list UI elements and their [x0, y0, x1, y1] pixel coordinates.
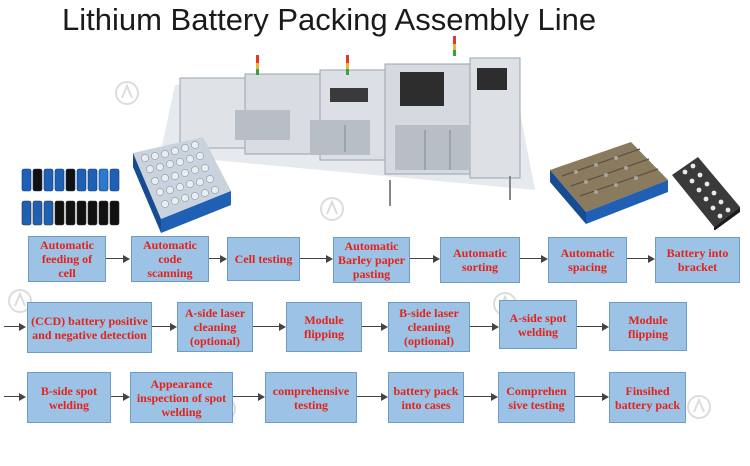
step-b-side-laser-cleaning: B-side laser cleaning (optional)	[388, 302, 470, 352]
step-battery-into-bracket: Battery into bracket	[655, 237, 740, 283]
flow-arrow	[300, 255, 333, 263]
flow-arrow	[209, 255, 227, 263]
flow-arrow	[4, 393, 26, 401]
step-cell-testing: Cell testing	[227, 237, 300, 281]
flow-arrow	[253, 323, 286, 331]
step-barley-paper-pasting: Automatic Barley paper pasting	[333, 237, 410, 283]
step-a-side-laser-cleaning: A-side laser cleaning (optional)	[177, 302, 253, 352]
battery-bracket-photo	[672, 157, 740, 230]
step-code-scanning: Automatic code scanning	[131, 236, 209, 282]
step-automatic-spacing: Automatic spacing	[548, 237, 627, 283]
step-comprehensive-testing-1: comprehensive testing	[265, 372, 357, 423]
flow-arrow	[4, 323, 26, 331]
step-b-side-spot-welding: B-side spot welding	[27, 372, 111, 423]
assembly-line-photo	[160, 36, 535, 206]
flow-arrow	[520, 255, 548, 263]
step-automatic-sorting: Automatic sorting	[440, 237, 520, 283]
step-ccd-detection: (CCD) battery positive and negative dete…	[27, 302, 152, 353]
step-appearance-inspection: Appearance inspection of spot welding	[130, 372, 233, 423]
step-pack-into-cases: battery pack into cases	[388, 372, 464, 423]
cell-array-photo	[133, 137, 231, 233]
flow-arrow	[470, 323, 499, 331]
flow-arrow	[464, 393, 498, 401]
watermark-logo	[687, 395, 711, 419]
flow-arrow	[152, 323, 177, 331]
flow-arrow	[233, 393, 265, 401]
step-a-side-spot-welding: A-side spot welding	[499, 300, 577, 349]
flow-arrow	[410, 255, 440, 263]
flow-arrow	[575, 393, 609, 401]
step-module-flipping-2: Module flipping	[609, 302, 687, 351]
step-automatic-feeding: Automatic feeding of cell	[28, 236, 106, 282]
flow-arrow	[106, 255, 130, 263]
watermark-logo	[320, 197, 344, 221]
battery-cells-photo	[21, 168, 120, 226]
flow-arrow	[362, 323, 388, 331]
watermark-logo	[115, 81, 139, 105]
step-comprehensive-testing-2: Comprehen sive testing	[498, 372, 575, 423]
flow-arrow	[111, 393, 130, 401]
flow-arrow	[357, 393, 388, 401]
flow-arrow	[577, 323, 609, 331]
watermark-logo	[8, 289, 32, 313]
battery-module-photo	[550, 142, 668, 224]
page-title: Lithium Battery Packing Assembly Line	[62, 2, 597, 37]
step-finished-battery-pack: Finsihed battery pack	[609, 372, 686, 423]
step-module-flipping-1: Module flipping	[286, 302, 362, 352]
flow-arrow	[627, 255, 655, 263]
